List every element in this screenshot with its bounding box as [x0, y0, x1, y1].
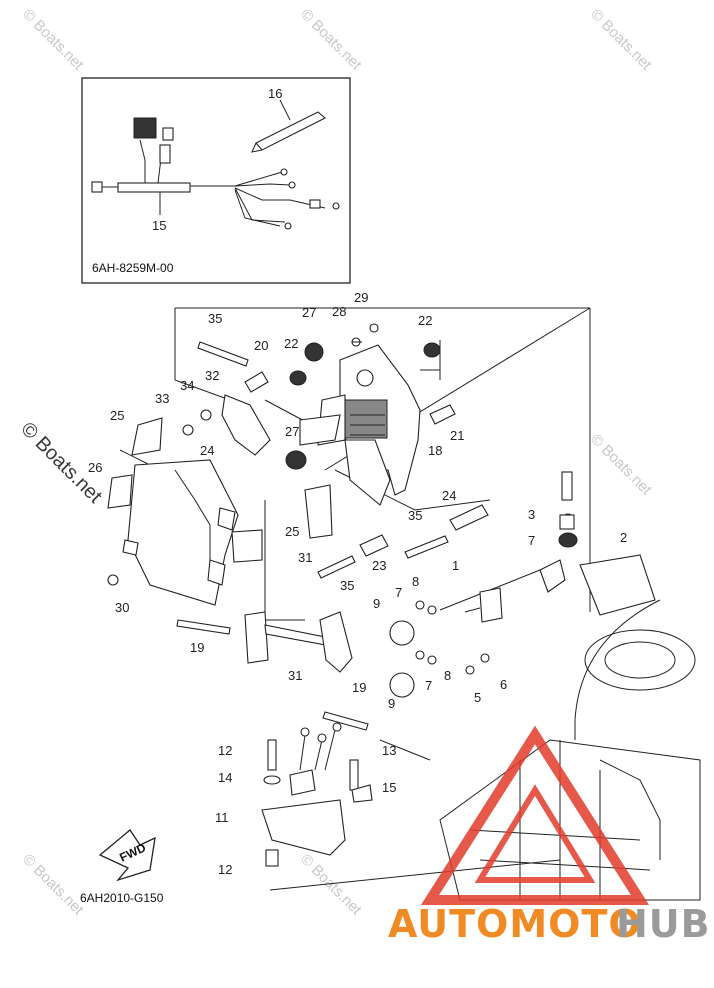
callout-22b: 22 — [418, 313, 432, 328]
callout-35a: 35 — [208, 311, 222, 326]
callout-33: 33 — [155, 391, 169, 406]
decal-24b — [231, 529, 263, 563]
grommet-22b — [423, 342, 441, 358]
cable-tie-35b — [404, 535, 449, 559]
rectifier-assembly — [261, 722, 373, 867]
callout-9a: 9 — [373, 596, 380, 611]
callout-24b: 25 — [285, 524, 299, 539]
callout-18b: 19 — [352, 680, 366, 695]
callout-1: 1 — [452, 558, 459, 573]
logo-text-hub: HUB — [616, 902, 711, 946]
automotohub-logo: AUTOMOTO HUB — [388, 902, 711, 946]
callout-32: 32 — [205, 368, 219, 383]
callout-21: 24 — [442, 488, 456, 503]
callout-27b: 27 — [285, 424, 299, 439]
bracket-17 — [299, 344, 421, 506]
callout-29: 28 — [332, 304, 346, 319]
callout-19a: 20 — [254, 338, 268, 353]
callout-23: 24 — [200, 443, 214, 458]
fasteners-upper — [107, 323, 379, 586]
callout-35b: 35 — [408, 508, 422, 523]
inset-box: 16 15 6AH-8259M-00 — [81, 77, 351, 284]
callout-9b: 9 — [388, 696, 395, 711]
callout-7b: 7 — [425, 678, 432, 693]
callout-10: 11 — [215, 810, 229, 825]
callout-5: 5 — [474, 690, 481, 705]
callout-12b: 13 — [382, 743, 396, 758]
callout-31: 30 — [115, 600, 129, 615]
callout-18a: 19 — [190, 640, 204, 655]
decal-25 — [107, 474, 133, 509]
callout-7a: 7 — [395, 585, 402, 600]
callout-12a: 12 — [218, 743, 232, 758]
callout-14: 15 — [382, 780, 396, 795]
switch-assembly — [389, 471, 656, 698]
watermark-mid-right: © Boats.net — [587, 431, 655, 499]
cable-tie-18a — [176, 619, 231, 635]
fwd-arrow: FWD — [98, 829, 156, 882]
callout-4: 7 — [528, 533, 535, 548]
clip-26 — [304, 484, 333, 539]
callout-11: 12 — [218, 862, 232, 877]
callout-34: 34 — [180, 378, 194, 393]
callout-8a: 8 — [412, 574, 419, 589]
callout-8b: 8 — [444, 668, 451, 683]
engine-block — [439, 599, 701, 901]
inset-code: 6AH-8259M-00 — [92, 261, 174, 275]
callout-35c: 35 — [340, 578, 354, 593]
inset-label-15: 15 — [152, 218, 166, 233]
tube-19b — [429, 404, 456, 425]
lever-28 — [244, 611, 353, 673]
callout-labels: 35 27 28 29 22 22 20 32 34 33 25 27 21 1… — [88, 290, 627, 877]
tube-19a — [244, 371, 269, 393]
cable-tie-35a — [197, 341, 249, 367]
grommet-27b — [285, 450, 307, 470]
callout-20: 23 — [372, 558, 386, 573]
callout-25: 26 — [88, 460, 102, 475]
clamp-32 — [221, 394, 271, 456]
callout-2: 2 — [620, 530, 627, 545]
tube-21 — [449, 504, 489, 531]
tube-20 — [359, 534, 389, 557]
inset-label-16: 16 — [268, 86, 282, 101]
wire-harness-15 — [117, 182, 191, 193]
callout-26: 31 — [298, 550, 312, 565]
watermark-top-left: © Boats.net — [19, 6, 87, 74]
callout-28: 31 — [288, 668, 302, 683]
callout-3: 3 — [528, 507, 535, 522]
watermark-top-mid: © Boats.net — [297, 6, 365, 74]
callout-30: 29 — [354, 290, 368, 305]
watermark-bottom-mid: © Boats.net — [297, 851, 365, 919]
cover-23 — [122, 459, 239, 606]
callout-17: 18 — [428, 443, 442, 458]
callout-19b: 21 — [450, 428, 464, 443]
callout-27a: 27 — [302, 305, 316, 320]
callout-13: 14 — [218, 770, 232, 785]
cable-tie-35c — [317, 555, 356, 579]
logo-text-automoto: AUTOMOTO — [388, 902, 642, 946]
cable-tie-16 — [255, 111, 326, 151]
decal-24a — [131, 417, 163, 456]
logo-mark — [420, 725, 650, 905]
callout-22a: 22 — [284, 336, 298, 351]
watermark-top-right: © Boats.net — [587, 6, 655, 74]
watermark-bottom-left: © Boats.net — [19, 851, 87, 919]
grommet-27a — [304, 342, 324, 362]
grommet-22a — [289, 370, 307, 386]
diagram-code: 6AH2010-G150 — [80, 891, 164, 905]
callout-6: 6 — [500, 677, 507, 692]
cable-tie-18b — [322, 711, 369, 731]
callout-24a: 25 — [110, 408, 124, 423]
